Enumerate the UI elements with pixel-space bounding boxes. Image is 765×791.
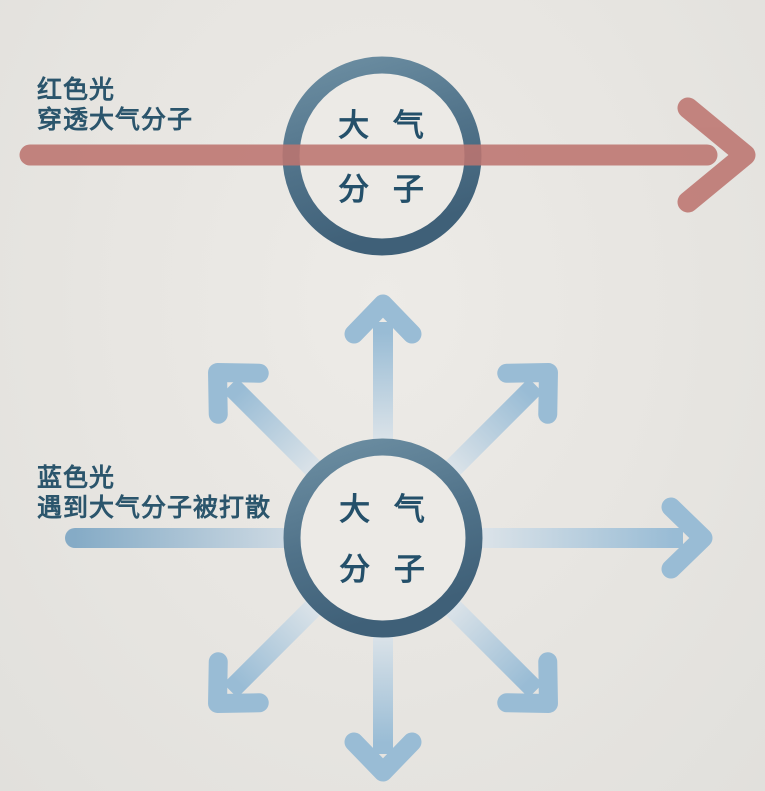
red-light-arrow [19, 97, 756, 213]
molecule-ring [283, 438, 483, 638]
molecule-label-line2: 分 子 [339, 552, 433, 587]
molecule-label-line1: 大 气 [339, 492, 433, 527]
molecule-label-line2: 分 子 [338, 172, 432, 207]
blue-scatter-diagram: 大 气 分 子 [65, 304, 703, 772]
scatter-arrow-down [354, 630, 412, 772]
red-arrow-head [677, 97, 756, 213]
scatter-arrow-right [475, 507, 703, 569]
red-light-caption: 红色光 穿透大气分子 [37, 76, 193, 136]
blue-light-caption-line1: 蓝色光 [37, 465, 116, 492]
blue-light-caption-line2: 遇到大气分子被打散 [37, 495, 272, 522]
red-light-caption-line2: 穿透大气分子 [37, 107, 194, 134]
molecule-label-line1: 大 气 [338, 108, 432, 143]
red-light-caption-line1: 红色光 [37, 77, 116, 104]
scatter-arrow-up [354, 304, 412, 446]
blue-light-caption: 蓝色光 遇到大气分子被打散 [37, 464, 271, 524]
